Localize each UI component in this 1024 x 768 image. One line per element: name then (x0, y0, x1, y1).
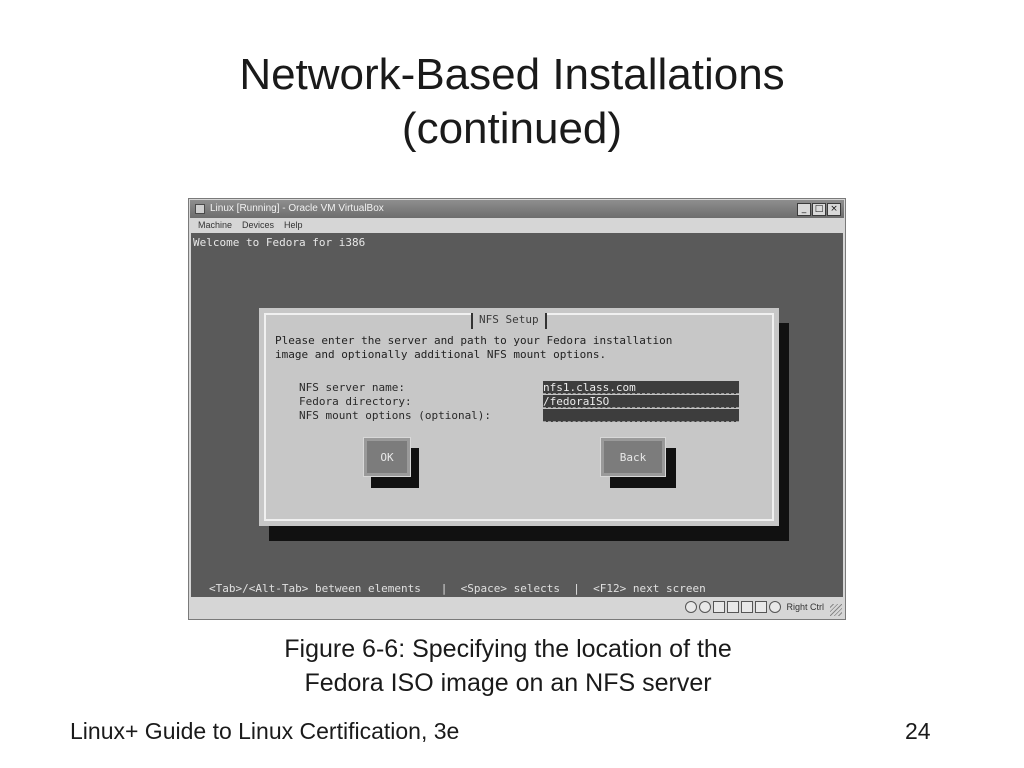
statusbar: Right Ctrl (190, 598, 844, 618)
window-title: Linux [Running] - Oracle VM VirtualBox (210, 203, 384, 214)
vm-screen[interactable]: Welcome to Fedora for i386 NFS Setup Ple… (191, 233, 843, 597)
nfs-mount-options-input[interactable]: ________________________ (543, 409, 739, 422)
dialog-caption: NFS Setup (471, 313, 547, 329)
menubar: Machine Devices Help (190, 218, 844, 232)
display-icon[interactable] (755, 601, 768, 613)
ok-button[interactable]: OK (363, 437, 411, 477)
close-button[interactable]: × (827, 203, 841, 216)
dialog-frame: NFS Setup (264, 313, 774, 521)
nfs-setup-dialog: NFS Setup Please enter the server and pa… (259, 308, 779, 526)
shared-folder-icon[interactable] (741, 601, 754, 613)
dialog-instructions-line-2: image and optionally additional NFS moun… (275, 348, 607, 361)
host-key-label: Right Ctrl (786, 602, 824, 612)
page-number: 24 (905, 718, 931, 744)
nfs-server-name-input[interactable]: nfs1.class.com__________ (543, 381, 739, 394)
resize-grip-icon[interactable] (830, 604, 842, 616)
status-icons: Right Ctrl (685, 601, 824, 613)
minimize-button[interactable]: _ (797, 203, 811, 216)
nfs-mount-options-label: NFS mount options (optional): (299, 409, 492, 422)
window-titlebar[interactable]: Linux [Running] - Oracle VM VirtualBox _… (190, 200, 844, 218)
figure-caption-line-1: Figure 6-6: Specifying the location of t… (284, 635, 732, 663)
usb-icon[interactable] (713, 601, 726, 613)
cd-icon[interactable] (699, 601, 712, 613)
slide-title-line-2: (continued) (401, 104, 623, 153)
virtualbox-window: Linux [Running] - Oracle VM VirtualBox _… (188, 198, 846, 620)
window-controls: _ □ × (797, 203, 841, 216)
hard-disk-icon[interactable] (685, 601, 698, 613)
ok-button-label: OK (367, 441, 407, 473)
back-button[interactable]: Back (600, 437, 666, 477)
back-button-label: Back (604, 441, 662, 473)
fedora-directory-input[interactable]: /fedoraISO_______________ (543, 395, 739, 408)
mouse-integration-icon[interactable] (769, 601, 782, 613)
menu-help[interactable]: Help (284, 220, 303, 230)
fedora-directory-label: Fedora directory: (299, 395, 412, 408)
slide-title-line-1: Network-Based Installations (239, 50, 785, 99)
dialog-instructions-line-1: Please enter the server and path to your… (275, 334, 673, 347)
figure-caption-line-2: Fedora ISO image on an NFS server (304, 669, 712, 697)
menu-devices[interactable]: Devices (242, 220, 275, 230)
network-icon[interactable] (727, 601, 740, 613)
maximize-button[interactable]: □ (812, 203, 826, 216)
welcome-text: Welcome to Fedora for i386 (193, 236, 366, 249)
slide-title: Network-Based Installations (continued) (0, 48, 1024, 156)
footer-book-title: Linux+ Guide to Linux Certification, 3e (70, 718, 460, 744)
figure-caption: Figure 6-6: Specifying the location of t… (0, 632, 1016, 700)
virtualbox-app-icon (195, 204, 205, 214)
dialog-instructions: Please enter the server and path to your… (275, 334, 672, 362)
help-line: <Tab>/<Alt-Tab> between elements | <Spac… (209, 582, 706, 595)
nfs-server-name-label: NFS server name: (299, 381, 405, 394)
menu-machine[interactable]: Machine (198, 220, 233, 230)
